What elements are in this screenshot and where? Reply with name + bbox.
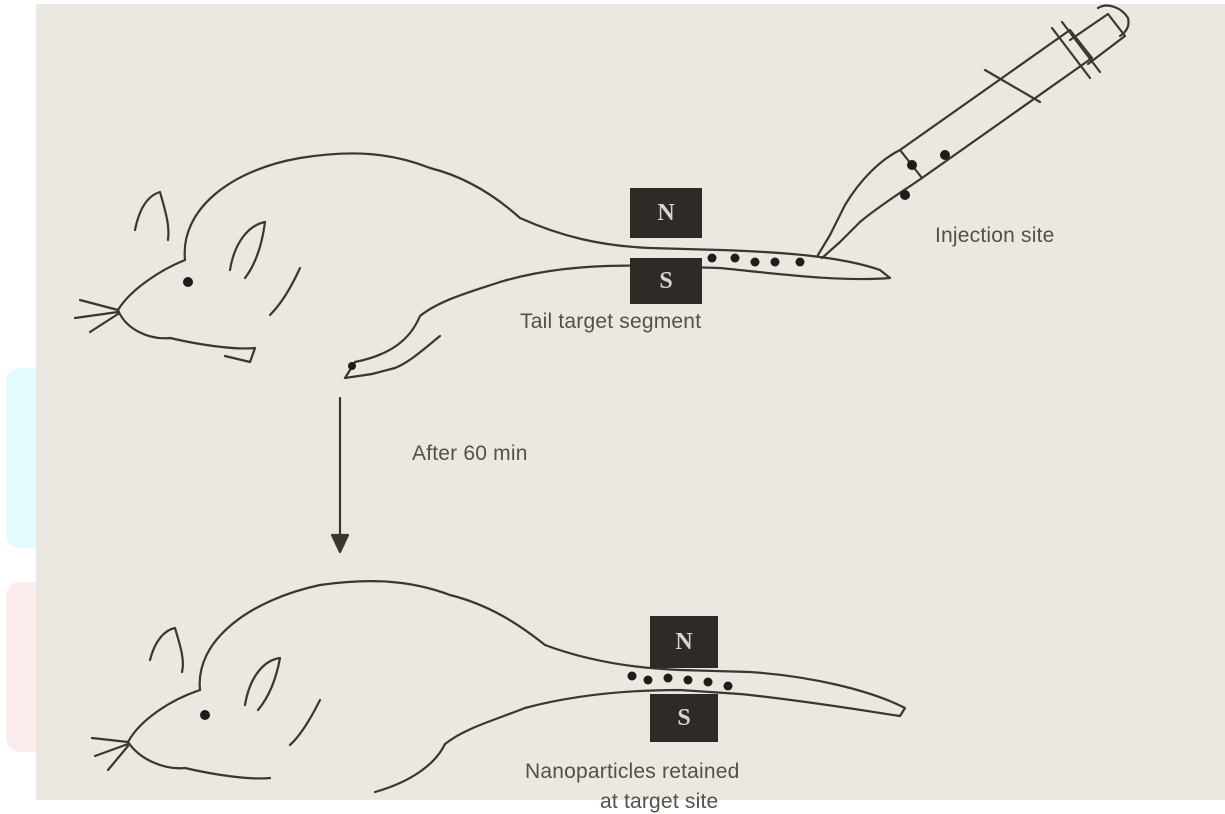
magnet-top-north: N bbox=[630, 188, 702, 238]
retained-label-line1: Nanoparticles retained bbox=[525, 760, 740, 784]
magnet-bottom-south: S bbox=[650, 694, 718, 742]
injection-site-label: Injection site bbox=[935, 224, 1055, 248]
after-time-label: After 60 min bbox=[412, 442, 528, 466]
rat-top bbox=[75, 153, 890, 378]
rat-bottom bbox=[92, 581, 905, 792]
tail-target-label: Tail target segment bbox=[520, 310, 701, 334]
arrow-down-icon bbox=[332, 398, 348, 552]
magnet-top-south: S bbox=[630, 258, 702, 304]
syringe-icon bbox=[818, 6, 1129, 258]
rat-top-eye bbox=[183, 277, 193, 287]
retained-label-line2: at target site bbox=[600, 790, 718, 814]
magnet-bottom-north: N bbox=[650, 616, 718, 668]
rat-bottom-eye bbox=[200, 710, 210, 720]
